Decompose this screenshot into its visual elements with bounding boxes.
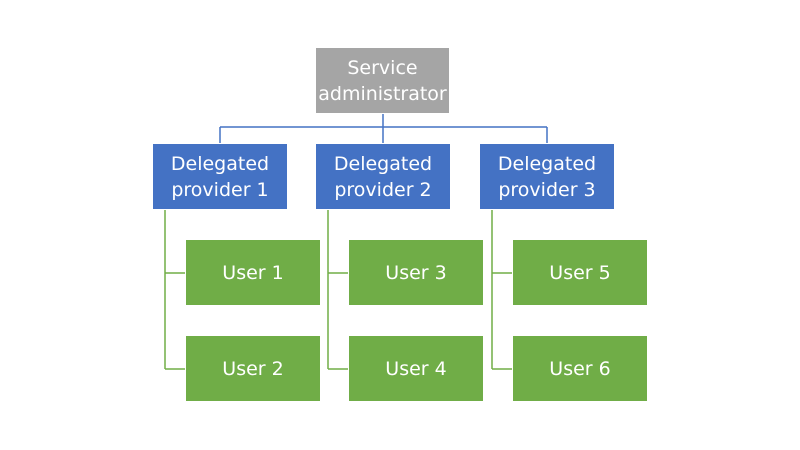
service-administrator-label: Service administrator [318,56,447,105]
service-administrator-node: Service administrator [315,47,450,114]
user-connector [164,210,512,370]
user-2-label: User 2 [222,357,284,380]
user-2-node: User 2 [185,335,321,402]
user-4-label: User 4 [385,357,447,380]
delegated-provider-1-label: Delegated provider 1 [170,152,270,201]
user-5-node: User 5 [512,239,648,306]
user-3-label: User 3 [385,261,447,284]
user-1-node: User 1 [185,239,321,306]
user-3-node: User 3 [348,239,484,306]
root-connector [219,114,548,143]
user-6-node: User 6 [512,335,648,402]
delegated-provider-3-label: Delegated provider 3 [497,152,597,201]
delegated-provider-2-node: Delegated provider 2 [315,143,451,210]
user-4-node: User 4 [348,335,484,402]
user-6-label: User 6 [549,357,611,380]
user-5-label: User 5 [549,261,611,284]
user-1-label: User 1 [222,261,284,284]
delegated-provider-1-node: Delegated provider 1 [152,143,288,210]
delegated-provider-2-label: Delegated provider 2 [333,152,433,201]
delegated-provider-3-node: Delegated provider 3 [479,143,615,210]
